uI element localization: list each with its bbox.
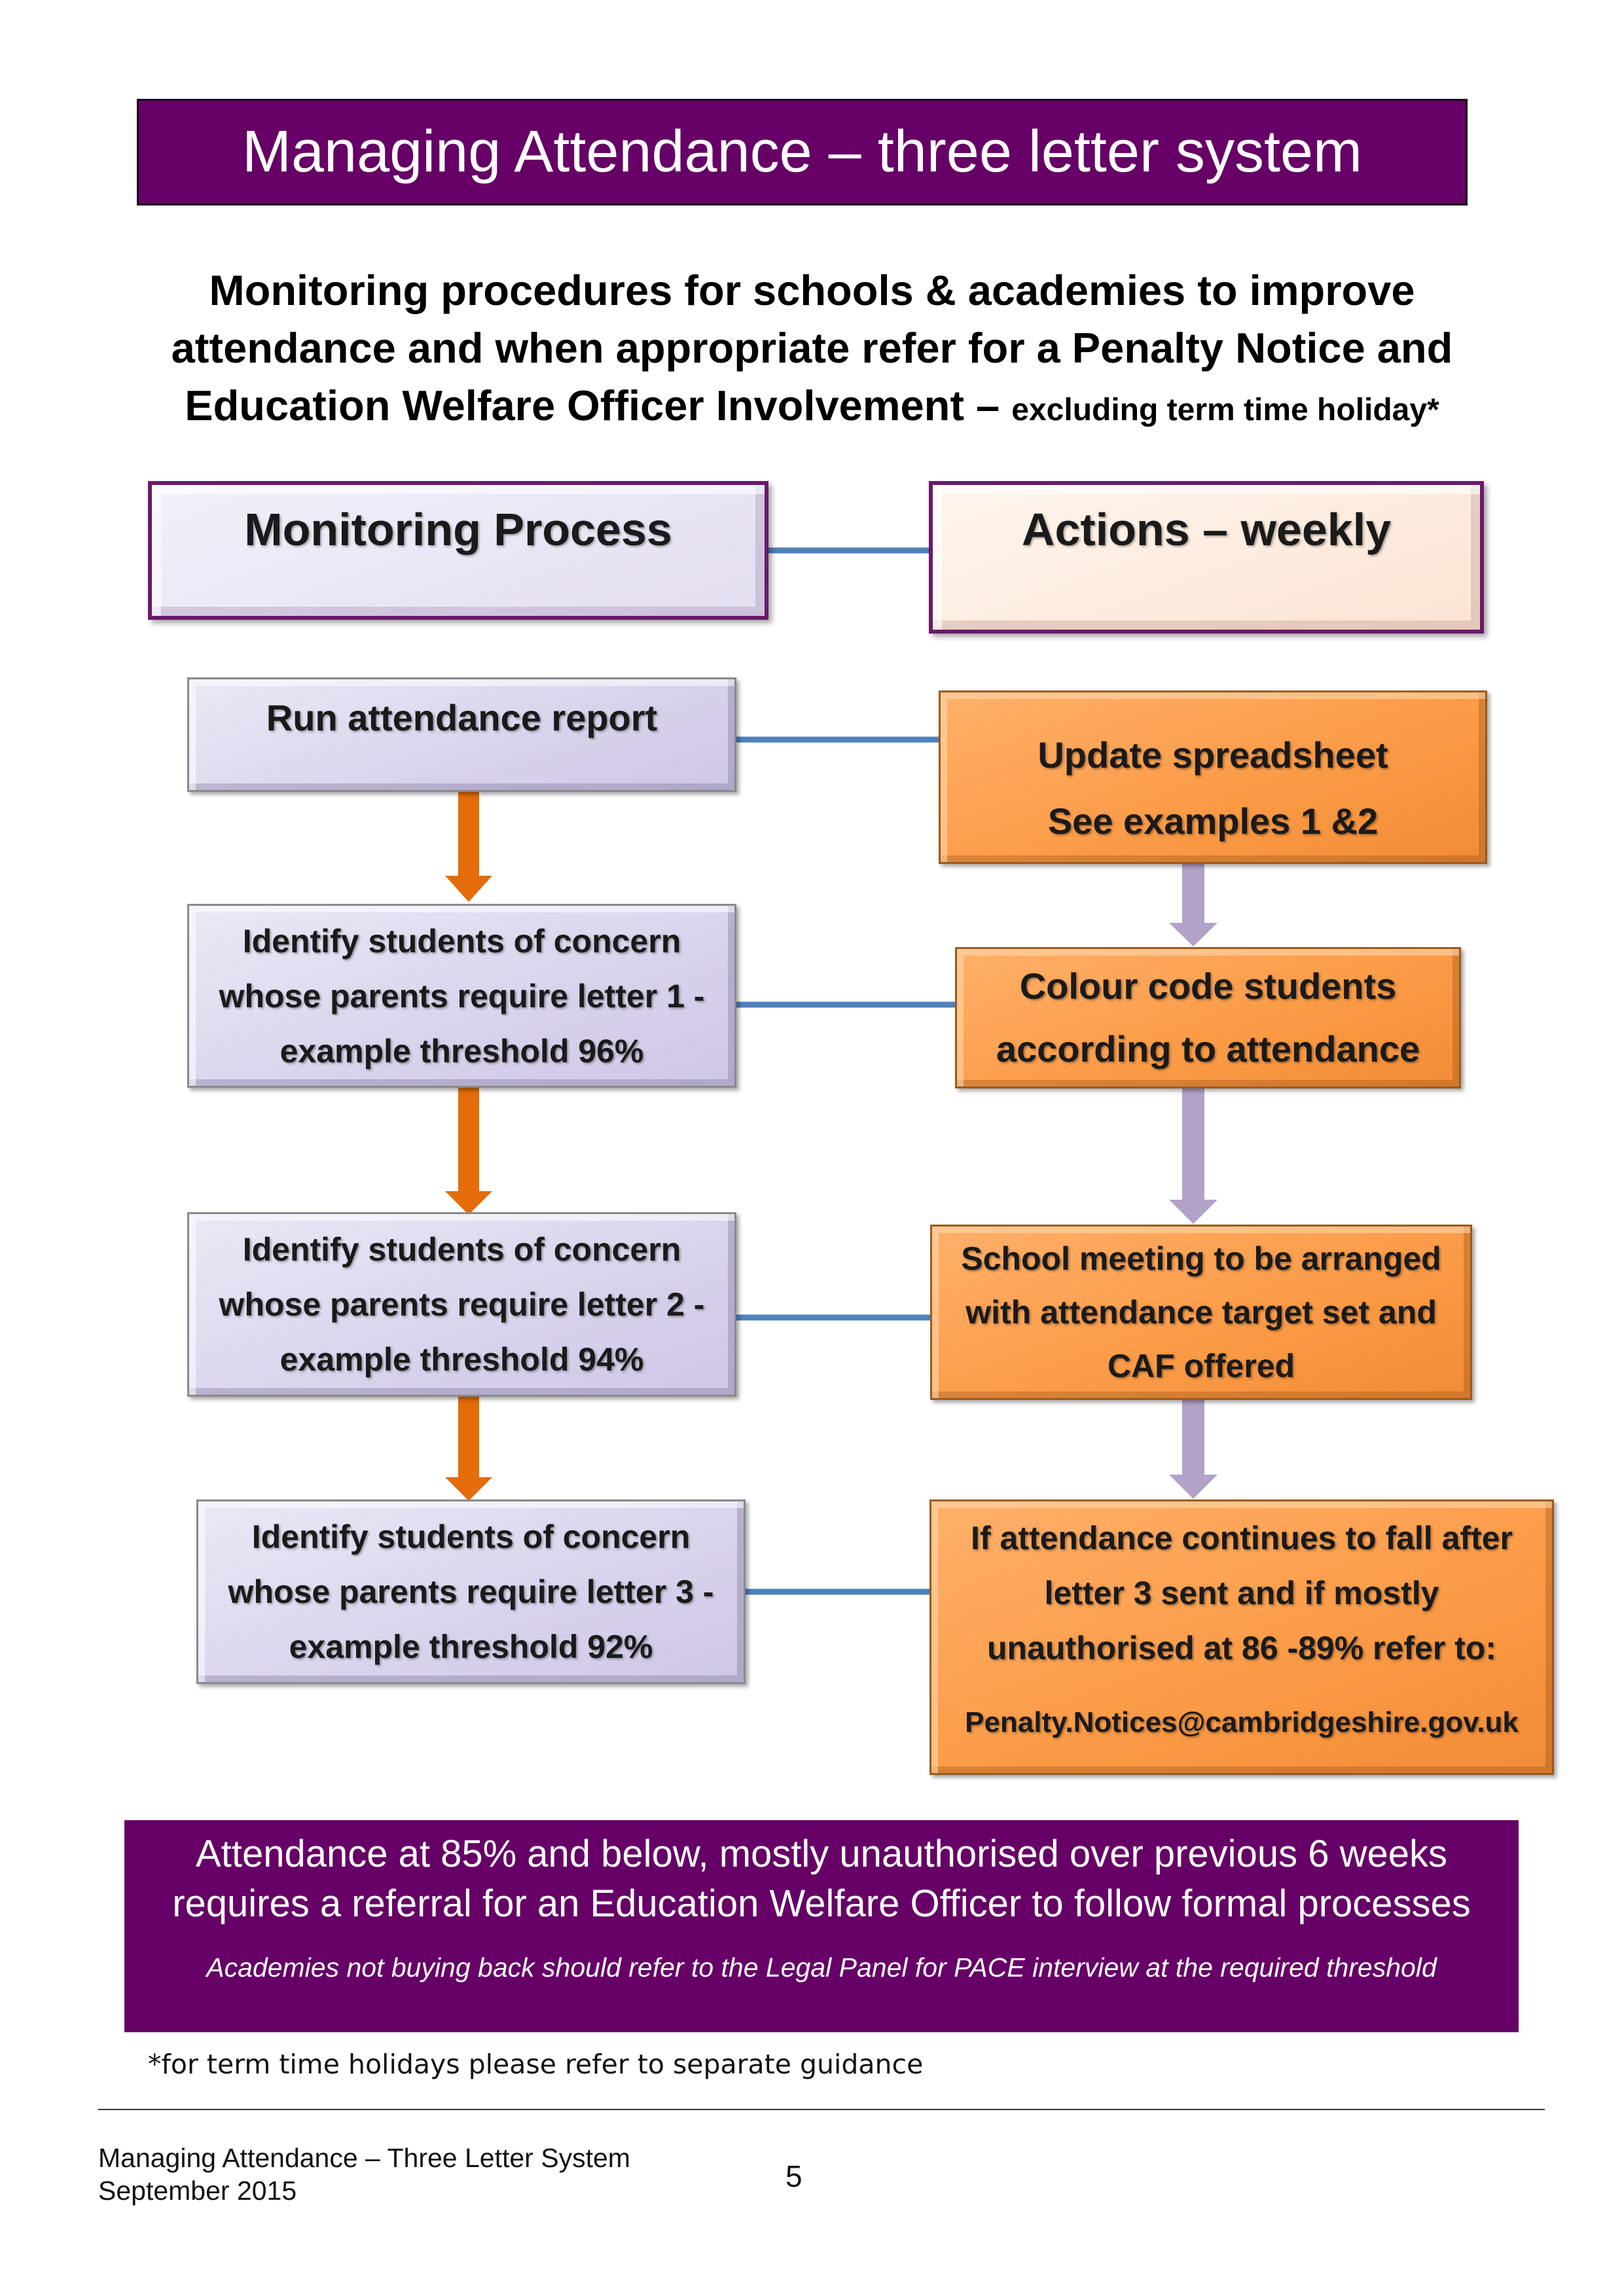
letter-1-line-2: whose parents require letter 1 - <box>219 977 705 1014</box>
ewo-referral-banner: Attendance at 85% and below, mostly unau… <box>124 1820 1519 2032</box>
letter-3-box: Identify students of concern whose paren… <box>196 1499 746 1684</box>
title-banner: Managing Attendance – three letter syste… <box>137 99 1468 206</box>
school-meeting-line-3: CAF offered <box>1107 1348 1295 1384</box>
subtitle-line-3-bold: Education Welfare Officer Involvement – <box>185 382 1000 429</box>
letter-1-line-3: example threshold 96% <box>280 1032 644 1069</box>
penalty-referral-box: If attendance continues to fall after le… <box>929 1499 1554 1775</box>
subtitle-line-2: attendance and when appropriate refer fo… <box>171 324 1453 372</box>
monitoring-process-header: Monitoring Process <box>148 481 768 620</box>
letter-3-line-1: Identify students of concern <box>251 1518 691 1555</box>
school-meeting-box: School meeting to be arranged with atten… <box>930 1225 1472 1400</box>
orange-arrow-2 <box>445 1088 492 1215</box>
school-meeting-line-1: School meeting to be arranged <box>961 1240 1441 1277</box>
school-meeting-line-2: with attendance target set and <box>965 1294 1437 1331</box>
penalty-referral-line-1: If attendance continues to fall after <box>971 1520 1513 1556</box>
letter-1-box: Identify students of concern whose paren… <box>187 904 736 1088</box>
actions-weekly-header: Actions – weekly <box>929 481 1484 634</box>
orange-arrow-3 <box>445 1397 492 1501</box>
letter-2-box: Identify students of concern whose paren… <box>187 1212 736 1397</box>
run-attendance-report-box: Run attendance report <box>187 677 736 792</box>
penalty-notices-email[interactable]: Penalty.Notices@cambridgeshire.gov.uk <box>965 1706 1519 1738</box>
page-number: 5 <box>785 2159 803 2193</box>
update-spreadsheet-box: Update spreadsheet See examples 1 &2 <box>939 691 1487 864</box>
lilac-arrow-3 <box>1169 1400 1218 1499</box>
footer-document-info: Managing Attendance – Three Letter Syste… <box>98 2142 630 2207</box>
letter-1-line-1: Identify students of concern <box>242 922 681 960</box>
letter-3-line-2: whose parents require letter 3 - <box>228 1573 714 1610</box>
colour-code-line-1: Colour code students <box>1019 965 1397 1007</box>
letter-2-line-3: example threshold 94% <box>280 1341 644 1378</box>
subtitle: Monitoring procedures for schools & acad… <box>118 262 1506 439</box>
subtitle-line-3: Education Welfare Officer Involvement – … <box>118 377 1506 439</box>
colour-code-line-2: according to attendance <box>996 1028 1420 1069</box>
footnote: *for term time holidays please refer to … <box>148 2049 924 2080</box>
ewo-referral-line-1: Attendance at 85% and below, mostly unau… <box>196 1833 1447 1875</box>
letter-2-line-2: whose parents require letter 2 - <box>219 1286 705 1323</box>
footer-document-title: Managing Attendance – Three Letter Syste… <box>98 2143 630 2173</box>
page-title: Managing Attendance – three letter syste… <box>242 119 1362 185</box>
footer-date: September 2015 <box>98 2176 297 2206</box>
letter-2-line-1: Identify students of concern <box>242 1231 681 1268</box>
subtitle-line-1: Monitoring procedures for schools & acad… <box>209 266 1415 314</box>
update-spreadsheet-line-1: Update spreadsheet <box>1038 734 1388 776</box>
orange-arrow-1 <box>445 792 492 902</box>
subtitle-line-3-small: excluding term time holiday* <box>1011 393 1439 427</box>
penalty-referral-line-3: unauthorised at 86 -89% refer to: <box>987 1630 1496 1666</box>
colour-code-box: Colour code students according to attend… <box>955 947 1461 1088</box>
ewo-referral-line-2: requires a referral for an Education Wel… <box>172 1882 1471 1925</box>
actions-weekly-label: Actions – weekly <box>1021 504 1392 555</box>
run-attendance-report-label: Run attendance report <box>266 697 658 738</box>
academies-note: Academies not buying back should refer t… <box>206 1952 1437 1982</box>
lilac-arrow-1 <box>1169 864 1218 946</box>
lilac-arrow-2 <box>1169 1088 1218 1224</box>
penalty-referral-line-2: letter 3 sent and if mostly <box>1044 1575 1439 1611</box>
update-spreadsheet-line-2: See examples 1 &2 <box>1047 800 1379 842</box>
letter-3-line-3: example threshold 92% <box>289 1628 653 1665</box>
monitoring-process-label: Monitoring Process <box>244 504 672 555</box>
footer-divider <box>98 2109 1545 2110</box>
